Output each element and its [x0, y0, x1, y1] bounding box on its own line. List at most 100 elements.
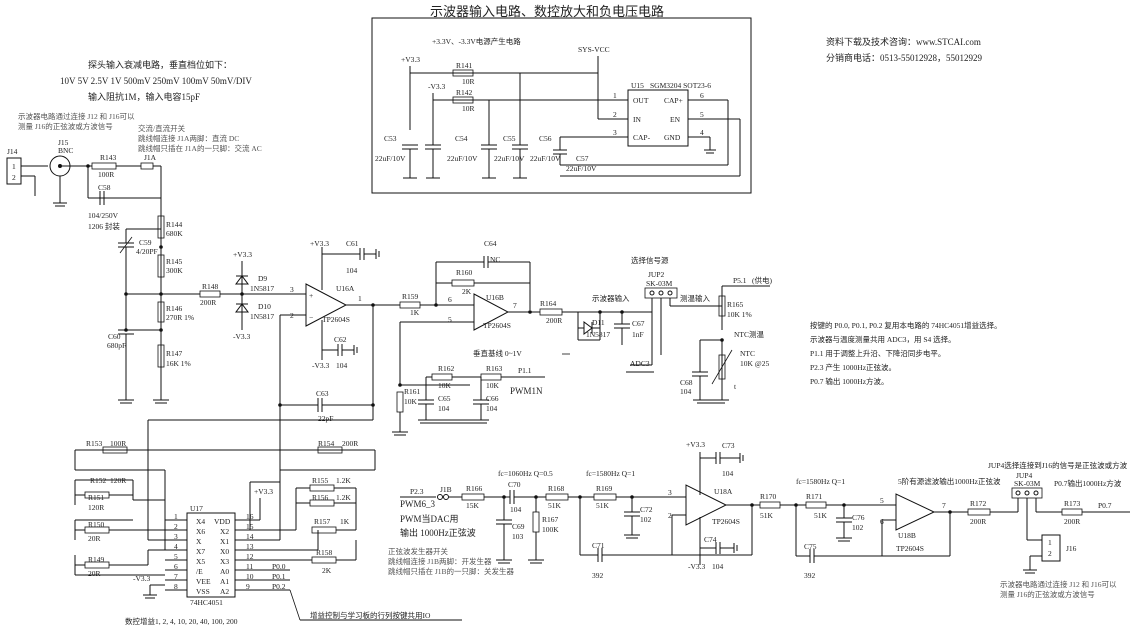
- svg-text:IN: IN: [633, 115, 641, 124]
- svg-text:C76: C76: [852, 513, 865, 522]
- jumper-j1b-icon[interactable]: [437, 494, 443, 500]
- svg-text:R144: R144: [166, 220, 183, 229]
- svg-text:6: 6: [448, 295, 452, 304]
- svg-text:J15: J15: [58, 138, 69, 147]
- svg-text:5: 5: [880, 496, 884, 505]
- svg-text:X0: X0: [220, 547, 229, 556]
- svg-text:R165: R165: [727, 300, 744, 309]
- svg-text:PWM6_3: PWM6_3: [400, 499, 436, 509]
- svg-text:2K: 2K: [322, 566, 332, 575]
- svg-text:300K: 300K: [166, 266, 183, 275]
- svg-text:C54: C54: [455, 134, 468, 143]
- svg-text:SK-03M: SK-03M: [1014, 479, 1041, 488]
- page-title: 示波器输入电路、数控放大和负电压电路: [430, 4, 664, 19]
- contact-line-1: 资料下载及技术咨询：www.STCAI.com: [826, 36, 981, 47]
- svg-text:C62: C62: [334, 335, 347, 344]
- svg-text:22uF/10V: 22uF/10V: [447, 154, 478, 163]
- svg-text:2: 2: [668, 511, 672, 520]
- svg-text:51K: 51K: [548, 501, 562, 510]
- svg-text:12: 12: [246, 552, 254, 561]
- svg-text:R164: R164: [540, 299, 557, 308]
- svg-text:74HC4051: 74HC4051: [190, 598, 223, 607]
- filter-fc1: fc=1060Hz Q=0.5: [498, 469, 553, 478]
- svg-text:R155: R155: [312, 476, 329, 485]
- svg-text:2: 2: [174, 522, 178, 531]
- svg-text:X6: X6: [196, 527, 205, 536]
- svg-text:10K: 10K: [438, 381, 452, 390]
- svg-text:100R: 100R: [110, 439, 126, 448]
- temp-input-note: 测温输入: [680, 293, 710, 303]
- resistor-r158: [311, 556, 337, 564]
- svg-text:P0.7: P0.7: [1098, 501, 1112, 510]
- svg-text:R150: R150: [88, 520, 105, 529]
- svg-text:3: 3: [290, 285, 294, 294]
- resistor-r157: [311, 526, 337, 534]
- svg-text:R142: R142: [456, 88, 473, 97]
- svg-text:VEE: VEE: [196, 577, 211, 586]
- svg-text:13: 13: [246, 542, 254, 551]
- svg-text:R147: R147: [166, 349, 183, 358]
- svg-text:R154: R154: [318, 439, 335, 448]
- resistor-r142: [452, 96, 474, 104]
- svg-text:9: 9: [246, 582, 250, 591]
- svg-text:D11: D11: [592, 318, 605, 327]
- svg-text:104: 104: [680, 387, 692, 396]
- svg-text:R152: R152: [90, 476, 107, 485]
- svg-text:200R: 200R: [546, 316, 562, 325]
- svg-text:跳线帽连接 J1A两脚：直流 DC: 跳线帽连接 J1A两脚：直流 DC: [138, 133, 239, 143]
- connector-j16: [1041, 534, 1061, 562]
- svg-text:正弦波发生器开关: 正弦波发生器开关: [388, 546, 448, 556]
- svg-text:16: 16: [246, 512, 254, 521]
- svg-text:A2: A2: [220, 587, 229, 596]
- svg-text:200R: 200R: [1064, 517, 1080, 526]
- svg-text:R173: R173: [1064, 499, 1081, 508]
- svg-text:EN: EN: [670, 115, 681, 124]
- label-n33: -V3.3: [428, 82, 446, 91]
- svg-text:J1A: J1A: [144, 153, 157, 162]
- svg-text:PWM1N: PWM1N: [510, 386, 543, 396]
- svg-text:3: 3: [174, 532, 178, 541]
- svg-text:104: 104: [336, 361, 348, 370]
- svg-text:1.2K: 1.2K: [336, 493, 351, 502]
- label-sys-vcc: SYS-VCC: [578, 45, 610, 54]
- svg-text:+V3.3: +V3.3: [310, 239, 329, 248]
- svg-text:16K 1%: 16K 1%: [166, 359, 191, 368]
- svg-text:P0.0: P0.0: [272, 562, 286, 571]
- svg-text:R168: R168: [548, 484, 565, 493]
- svg-text:测量 J16的正弦波或方波信号: 测量 J16的正弦波或方波信号: [1000, 589, 1095, 599]
- svg-text:P2.3: P2.3: [410, 487, 424, 496]
- key-note-5: P0.7 输出 1000Hz方波。: [810, 376, 889, 386]
- resistor-r160: [451, 279, 475, 287]
- svg-text:J1B: J1B: [440, 485, 452, 494]
- svg-text:4/20PF: 4/20PF: [136, 247, 158, 256]
- svg-text:R158: R158: [316, 548, 333, 557]
- svg-text:7: 7: [174, 572, 178, 581]
- ic-u17: [186, 512, 236, 598]
- svg-text:C69: C69: [512, 522, 525, 531]
- svg-text:1: 1: [358, 294, 362, 303]
- svg-text:R151: R151: [88, 493, 105, 502]
- resistor-r169: [593, 493, 617, 501]
- svg-text:R153: R153: [86, 439, 103, 448]
- svg-text:C55: C55: [503, 134, 516, 143]
- svg-text:CAP-: CAP-: [633, 133, 651, 142]
- resistor-r148: [199, 290, 221, 298]
- svg-text:104: 104: [486, 404, 498, 413]
- resistor-r144: [157, 215, 165, 239]
- svg-text:D10: D10: [258, 302, 271, 311]
- power-section-frame: [371, 17, 752, 194]
- svg-text:P0.1: P0.1: [272, 572, 286, 581]
- svg-text:2: 2: [1048, 549, 1052, 558]
- svg-text:R159: R159: [402, 292, 419, 301]
- svg-text:1206 封装: 1206 封装: [88, 221, 120, 231]
- svg-text:R162: R162: [438, 364, 455, 373]
- svg-text:680K: 680K: [166, 229, 183, 238]
- svg-text:(供电): (供电): [752, 275, 772, 285]
- svg-text:C63: C63: [316, 389, 329, 398]
- u17-pins: [164, 470, 318, 591]
- key-note-2: 示波器与温度测量共用 ADC3，用 S4 选择。: [810, 334, 956, 344]
- jumper-j1a[interactable]: [140, 162, 154, 170]
- svg-text:TP2604S: TP2604S: [712, 517, 740, 526]
- svg-text:100K: 100K: [542, 525, 559, 534]
- svg-text:R166: R166: [466, 484, 483, 493]
